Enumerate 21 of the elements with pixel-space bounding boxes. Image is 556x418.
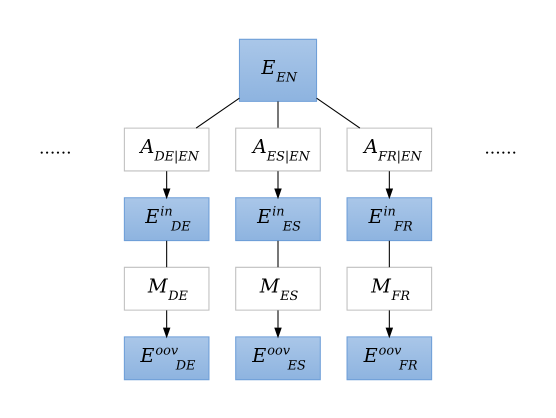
arrow <box>386 170 394 199</box>
connector <box>277 240 279 267</box>
label: ...... <box>484 138 517 158</box>
node-box: E$_{EN}$ <box>238 38 318 102</box>
arrow <box>274 310 282 338</box>
node-box: A$_{ES|EN}$ <box>235 127 321 171</box>
arrow <box>162 310 170 338</box>
label: ...... <box>39 138 72 158</box>
arrow <box>274 170 282 199</box>
arrow <box>162 170 170 199</box>
connector <box>277 100 279 128</box>
connector <box>166 240 168 267</box>
node-box: A$_{DE|EN}$ <box>124 127 210 171</box>
connector <box>196 97 240 128</box>
arrow <box>386 310 394 338</box>
node-box: M$_{ES}$ <box>235 266 321 310</box>
node-box: A$_{FR|EN}$ <box>346 127 432 171</box>
connector <box>388 240 390 267</box>
node-box: M$_{FR}$ <box>346 266 432 310</box>
node-box: M$_{DE}$ <box>124 266 210 310</box>
connector <box>316 97 360 128</box>
